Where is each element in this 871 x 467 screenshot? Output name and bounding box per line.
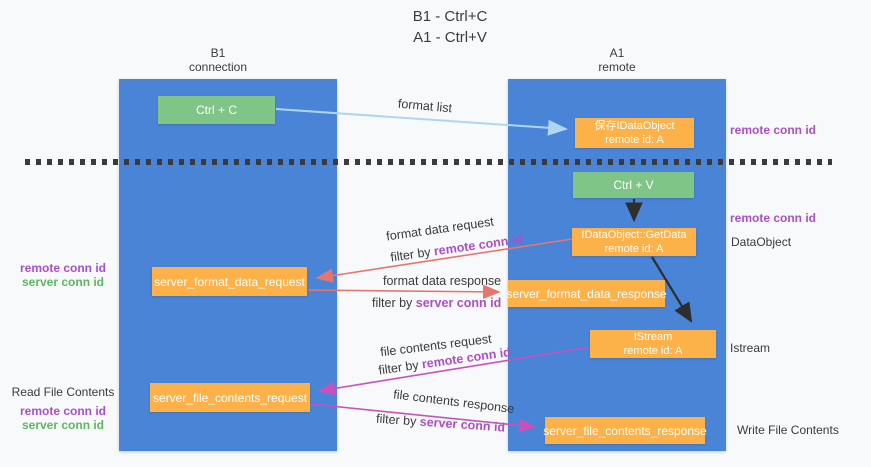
node-format-request-label: server_format_data_request <box>154 274 305 289</box>
filter-by-text: filter by <box>372 296 416 310</box>
node-istream-line2: remote id: A <box>623 345 683 357</box>
label-filter-by-server-conn-id-2: filter by server conn id <box>375 411 506 435</box>
node-getdata-line2: remote id: A <box>604 243 664 255</box>
label-format-data-response: format data response <box>383 274 502 288</box>
dashed-separator-line <box>25 159 832 165</box>
node-file-response-label: server_file_contents_response <box>543 423 707 438</box>
title-line-1: B1 - Ctrl+C <box>412 8 488 25</box>
left-column-header: B1 connection <box>148 46 288 74</box>
label-istream: Istream <box>730 341 771 355</box>
right-column-subtitle: remote <box>598 60 636 74</box>
node-server-file-contents-response: server_file_contents_response <box>543 417 707 444</box>
node-server-file-contents-request: server_file_contents_request <box>150 383 310 412</box>
node-file-request-label: server_file_contents_request <box>152 390 308 405</box>
label-left-bottom-server-conn-id: server conn id <box>21 418 105 432</box>
server-conn-id-text: server conn id <box>415 296 502 310</box>
title-line-2: A1 - Ctrl+V <box>413 29 487 46</box>
label-write-file-contents: Write File Contents <box>737 423 839 437</box>
label-filter-by-server-conn-id-1: filter by server conn id <box>372 296 501 310</box>
node-save-idataobject-line1: 保存IDataObject <box>594 120 675 132</box>
server-conn-id-text: server conn id <box>419 414 506 435</box>
node-idataobject-getdata: IDataObject::GetData remote id: A <box>572 228 696 256</box>
label-right-remote-conn-id-top: remote conn id <box>730 123 817 137</box>
label-dataobject: DataObject <box>731 235 792 249</box>
label-read-file-contents: Read File Contents <box>11 385 115 399</box>
node-istream: IStream remote id: A <box>590 330 716 358</box>
label-left-remote-conn-id: remote conn id <box>19 261 106 275</box>
left-column-title: B1 <box>210 46 226 60</box>
left-conn-id-block-bottom: remote conn id server conn id <box>8 404 118 432</box>
left-conn-id-block-top: remote conn id server conn id <box>8 261 118 289</box>
node-ctrl-v: Ctrl + V <box>573 172 694 198</box>
node-save-idataobject: 保存IDataObject remote id: A <box>575 118 694 148</box>
filter-by-text: filter by <box>377 357 423 378</box>
node-save-idataobject-line2: remote id: A <box>605 134 664 146</box>
label-left-server-conn-id: server conn id <box>21 275 105 289</box>
right-column-title: A1 <box>609 46 625 60</box>
left-column-subtitle: connection <box>188 60 248 74</box>
label-file-contents-response: file contents response <box>392 387 515 417</box>
node-ctrl-v-label: Ctrl + V <box>613 178 654 192</box>
node-getdata-line1: IDataObject::GetData <box>581 229 687 241</box>
label-format-list: format list <box>397 96 453 116</box>
right-column-header: A1 remote <box>547 46 687 74</box>
node-ctrl-c: Ctrl + C <box>158 96 275 124</box>
diagram-title: B1 - Ctrl+C A1 - Ctrl+V <box>340 6 560 48</box>
label-left-bottom-remote-conn-id: remote conn id <box>19 404 106 418</box>
filter-by-text: filter by <box>389 244 435 265</box>
node-istream-line1: IStream <box>633 331 673 343</box>
node-server-format-data-response: server_format_data_response <box>506 280 667 307</box>
node-server-format-data-request: server_format_data_request <box>152 267 307 296</box>
filter-by-text: filter by <box>375 411 421 429</box>
label-right-remote-conn-id-mid: remote conn id <box>730 211 817 225</box>
node-format-response-label: server_format_data_response <box>506 286 667 301</box>
node-ctrl-c-label: Ctrl + C <box>195 103 237 117</box>
